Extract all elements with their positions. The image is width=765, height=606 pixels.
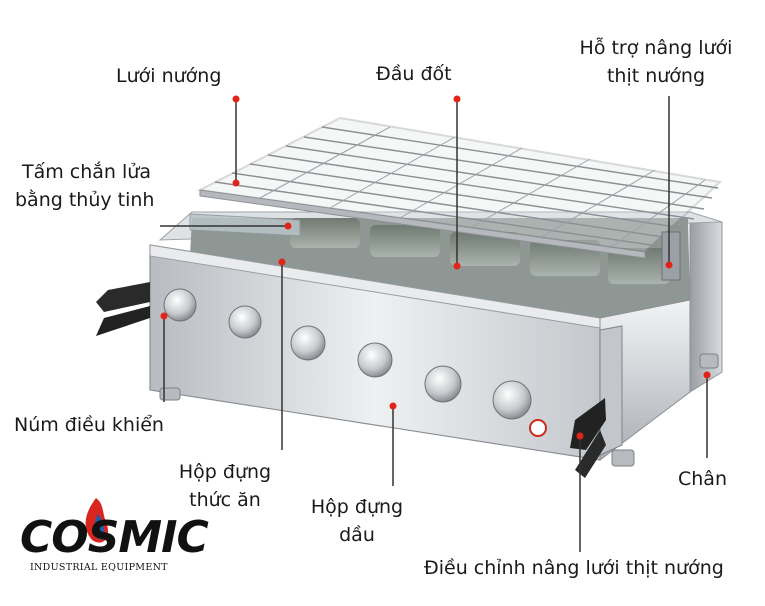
- lift-support-post: [661, 231, 681, 281]
- leg-left: [159, 387, 181, 401]
- logo-tagline: INDUSTRIAL EQUIPMENT: [30, 562, 168, 573]
- label-oil-box-1: Hộp đựng: [310, 496, 404, 518]
- leader-lines: [160, 96, 708, 552]
- label-oil-box-2: dầu: [339, 524, 375, 546]
- right-handle-lower: [575, 430, 606, 478]
- label-burner: Đầu đốt: [376, 63, 452, 85]
- glass-shield: [189, 213, 301, 237]
- logo-wordmark: COSMIC: [20, 512, 209, 563]
- brand-badge: [529, 419, 547, 437]
- label-food-box-1: Hộp đựng: [178, 461, 272, 483]
- label-lift-support-2: thịt nướng: [606, 65, 706, 87]
- burner-tubes: [290, 218, 670, 284]
- leg-right-front: [611, 449, 635, 467]
- label-glass-shield-2: bằng thủy tinh: [15, 189, 155, 211]
- label-lift-adjust: Điều chỉnh nâng lưới thịt nướng: [424, 557, 724, 579]
- label-lift-support-1: Hỗ trợ nâng lưới: [579, 37, 733, 59]
- left-handle: [96, 282, 150, 312]
- leg-right-back: [699, 353, 719, 369]
- label-control-knob: Núm điều khiển: [14, 414, 164, 436]
- label-legs: Chân: [678, 468, 727, 490]
- control-knobs: [163, 288, 532, 420]
- label-grill-grate: Lưới nướng: [116, 65, 222, 87]
- label-glass-shield-1: Tấm chắn lửa: [22, 161, 151, 183]
- grill-grate: [196, 116, 723, 259]
- logo-flame: [85, 498, 109, 543]
- left-handle-lower: [96, 306, 150, 336]
- side-bracket: [599, 325, 623, 456]
- marker-dots: [160, 95, 711, 440]
- label-food-box-2: thức ăn: [189, 489, 261, 511]
